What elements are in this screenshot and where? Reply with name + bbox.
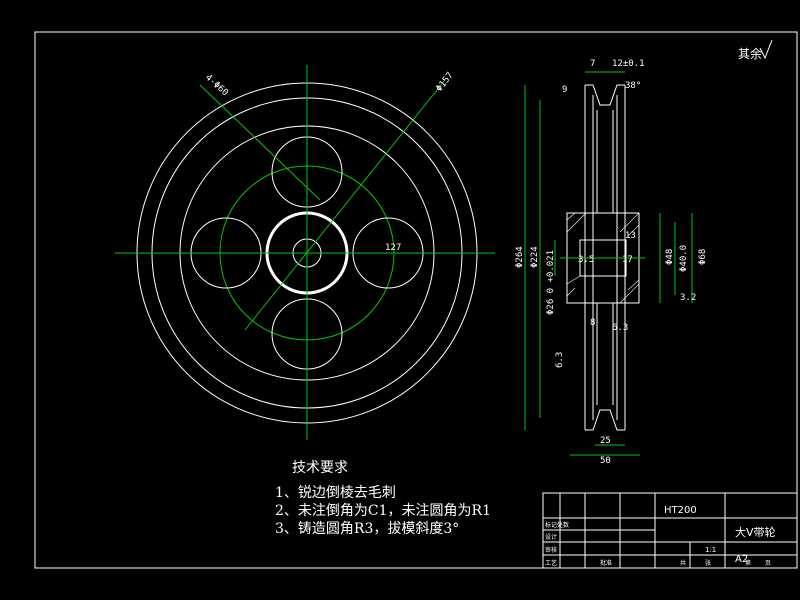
tech-item-2: 2、未注倒角为C1，未注圆角为R1 <box>275 503 491 519</box>
dim-hub-outer: Φ68 <box>698 249 708 265</box>
dim-outer-dia: Φ264 <box>515 246 525 268</box>
label-check: 审核 <box>545 546 557 554</box>
tech-title: 技术要求 <box>292 460 348 476</box>
dim-top-width: 7 <box>590 59 595 69</box>
dim-keyway: 3.5 <box>578 255 594 265</box>
side-view: 7 12±0.1 9 38° Φ264 Φ224 Φ26 0 +0.021 Φ4… <box>515 59 708 466</box>
dim-web-thk: 8 <box>590 318 595 328</box>
dim-center: 127 <box>385 243 401 253</box>
tech-item-3: 3、铸造圆角R3，拔模斜度3° <box>275 521 460 537</box>
dim-bore: Φ26 0 +0.021 <box>546 250 556 315</box>
dim-hole-dia: 4-Φ60 <box>203 73 230 99</box>
sheet-size: A2 <box>735 554 748 565</box>
label-page2: 页 <box>765 560 771 567</box>
dim-total-len: 50 <box>600 456 611 466</box>
dim-angle: 38° <box>625 81 641 91</box>
dim-groove-depth: 9 <box>562 85 567 95</box>
scale: 1:1 <box>705 546 716 554</box>
dim-pitch-dia: Φ224 <box>530 246 540 268</box>
dim-hub-dia: Φ48 <box>665 249 675 265</box>
title-block <box>542 492 798 569</box>
label-page: 张 <box>705 559 711 567</box>
dim-face-width: 25 <box>600 436 611 446</box>
dim-rim-thk: 6.3 <box>612 323 628 333</box>
dim-taper: 6.3 <box>555 352 565 368</box>
label-process: 工艺 <box>545 559 557 567</box>
label-approve: 批准 <box>600 559 612 567</box>
dim-pitch-dia: Φ157 <box>434 71 455 94</box>
label-of: 第 <box>745 559 751 567</box>
front-view: 4-Φ60 Φ157 127 <box>115 65 495 440</box>
tech-requirements: 技术要求 <box>292 457 348 483</box>
label-mark: 标记处数 <box>545 521 569 529</box>
tech-item-1: 1、锐边倒棱去毛刺 <box>275 485 396 501</box>
dim-hub-len-a: 13 <box>625 231 636 241</box>
roughness-symbol <box>759 39 773 60</box>
dim-groove-pitch: 12±0.1 <box>612 59 645 69</box>
dim-hub-len-b: 17 <box>622 255 633 265</box>
drawing-frame <box>34 31 798 569</box>
dim-keyway-depth: Φ40.0 <box>679 245 689 272</box>
label-design: 设计 <box>545 533 557 541</box>
label-total: 共 <box>680 559 686 567</box>
material: HT200 <box>664 505 697 516</box>
dim-roughness: 3.2 <box>680 293 696 303</box>
roughness-corner-mark: 其余 <box>738 46 762 61</box>
part-name: 大V带轮 <box>735 525 776 539</box>
